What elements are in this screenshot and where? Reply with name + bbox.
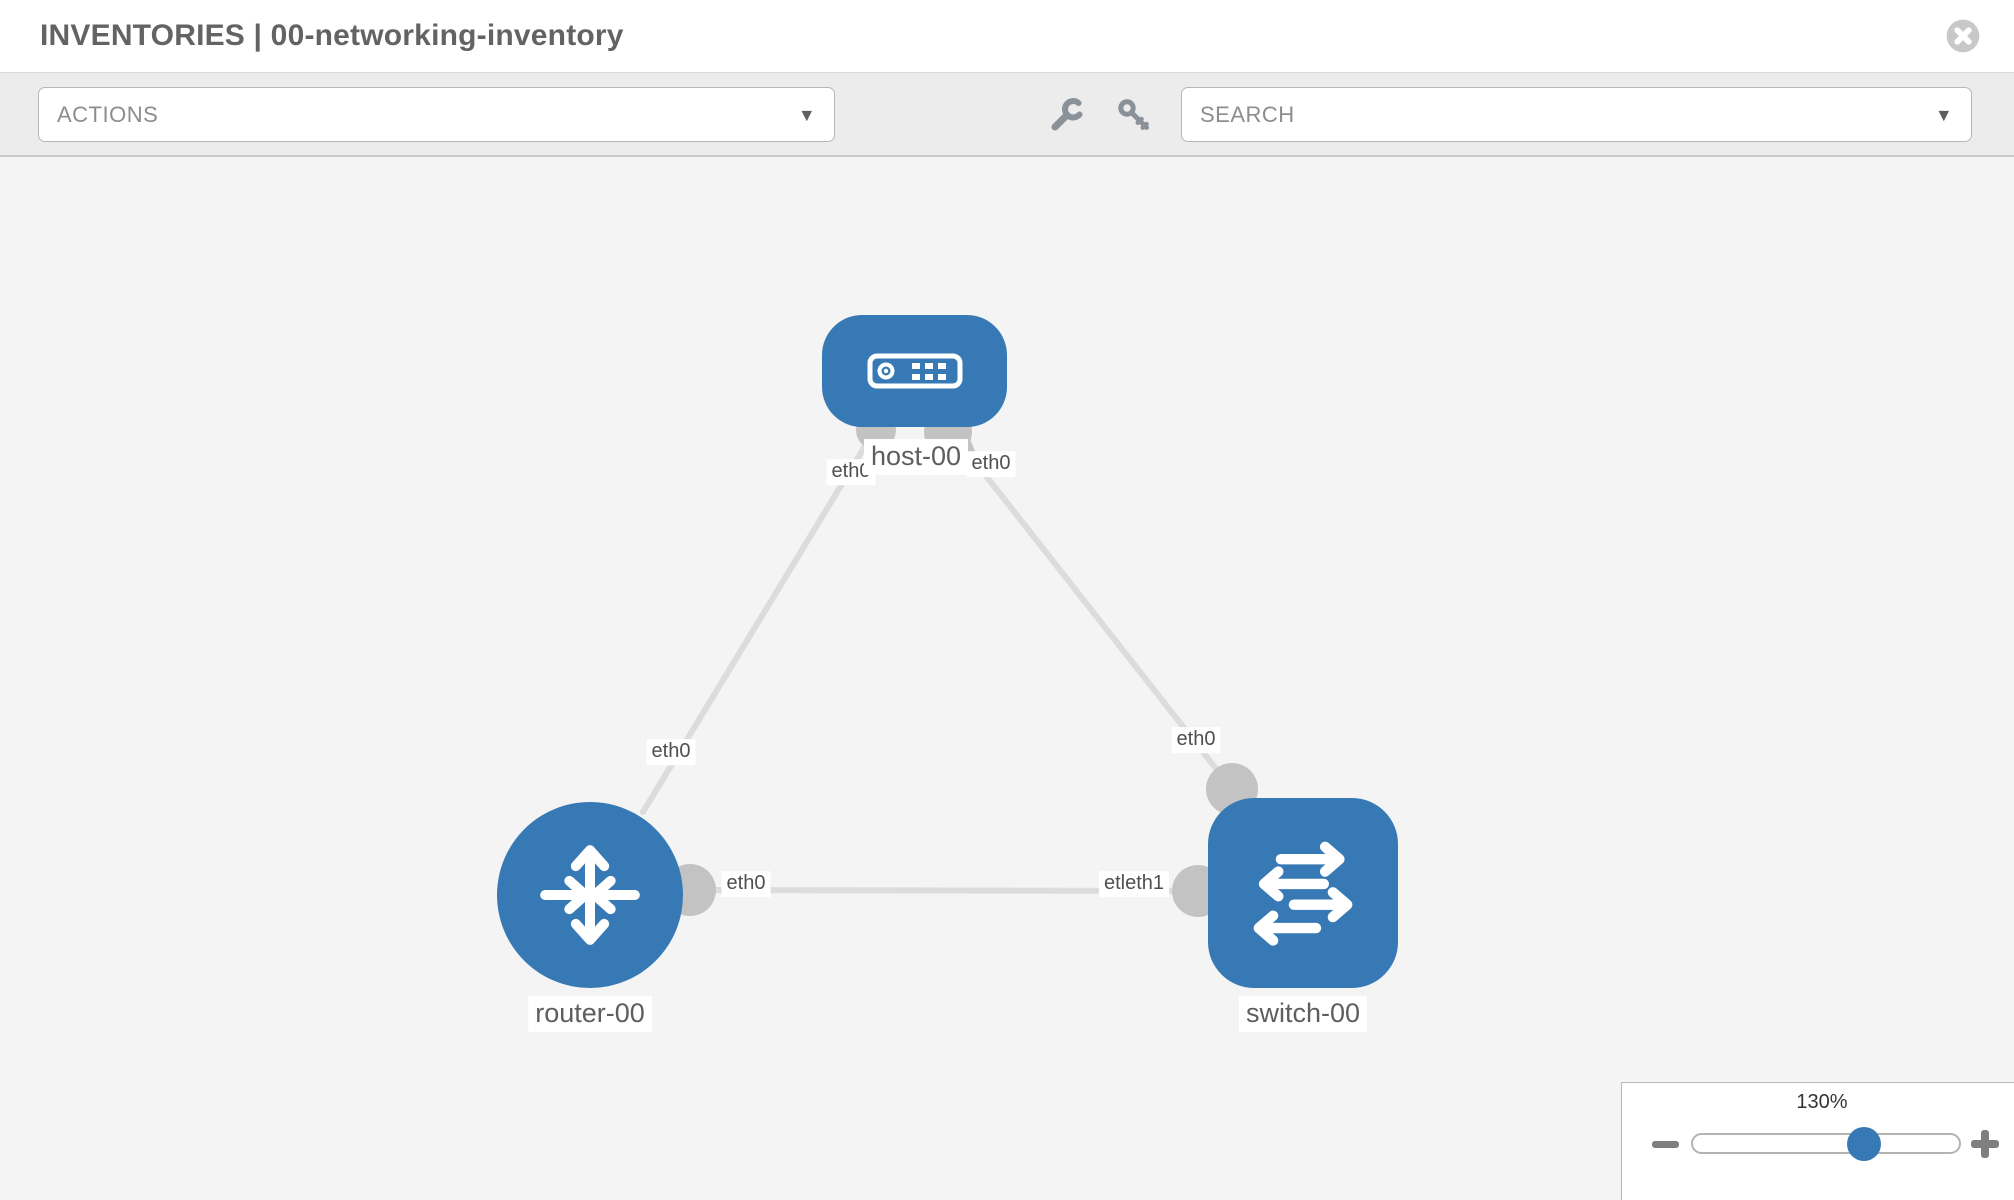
topology-canvas[interactable] [0,155,2014,1200]
zoom-slider-track[interactable] [1691,1133,1961,1154]
close-icon [1946,19,1980,53]
minus-icon [1652,1141,1679,1148]
search-dropdown[interactable]: SEARCH ▾ [1181,87,1972,142]
node-label-host-00: host-00 [863,439,969,475]
key-icon [1118,99,1149,130]
zoom-panel: 130% [1621,1082,2014,1200]
key-button[interactable] [1116,97,1152,133]
chevron-down-icon: ▾ [801,103,812,126]
interface-label-host-right: eth0 [966,451,1016,477]
chevron-down-icon: ▾ [1938,103,1949,126]
server-icon [867,353,962,389]
interface-label-switch-top: eth0 [1171,727,1221,753]
zoom-out-button[interactable] [1652,1137,1679,1151]
interface-label-router-top: eth0 [646,739,696,765]
node-router-00[interactable] [497,802,683,988]
interface-label-switch-left: etleth1 [1098,871,1170,897]
wrench-icon [1051,98,1083,131]
interface-label-router-right: eth0 [721,871,771,897]
page-title: INVENTORIES | 00-networking-inventory [40,19,624,52]
node-host-00[interactable] [822,315,1007,427]
wrench-button[interactable] [1049,97,1085,133]
close-button[interactable] [1946,19,1980,53]
actions-dropdown[interactable]: ACTIONS ▾ [38,87,835,142]
zoom-slider-thumb[interactable] [1846,1127,1881,1161]
node-switch-00[interactable] [1208,798,1398,988]
app-header: INVENTORIES | 00-networking-inventory [0,0,2014,73]
search-dropdown-label: SEARCH [1200,101,1295,127]
node-label-router-00: router-00 [528,996,652,1032]
actions-dropdown-label: ACTIONS [57,101,159,127]
node-label-switch-00: switch-00 [1238,996,1368,1032]
zoom-in-button[interactable] [1971,1130,1999,1158]
router-arrows-icon [540,845,640,945]
toolbar: ACTIONS ▾ SEARCH ▾ [0,73,2014,157]
switch-arrows-icon [1253,841,1353,946]
zoom-level-label: 130% [1796,1091,1848,1113]
